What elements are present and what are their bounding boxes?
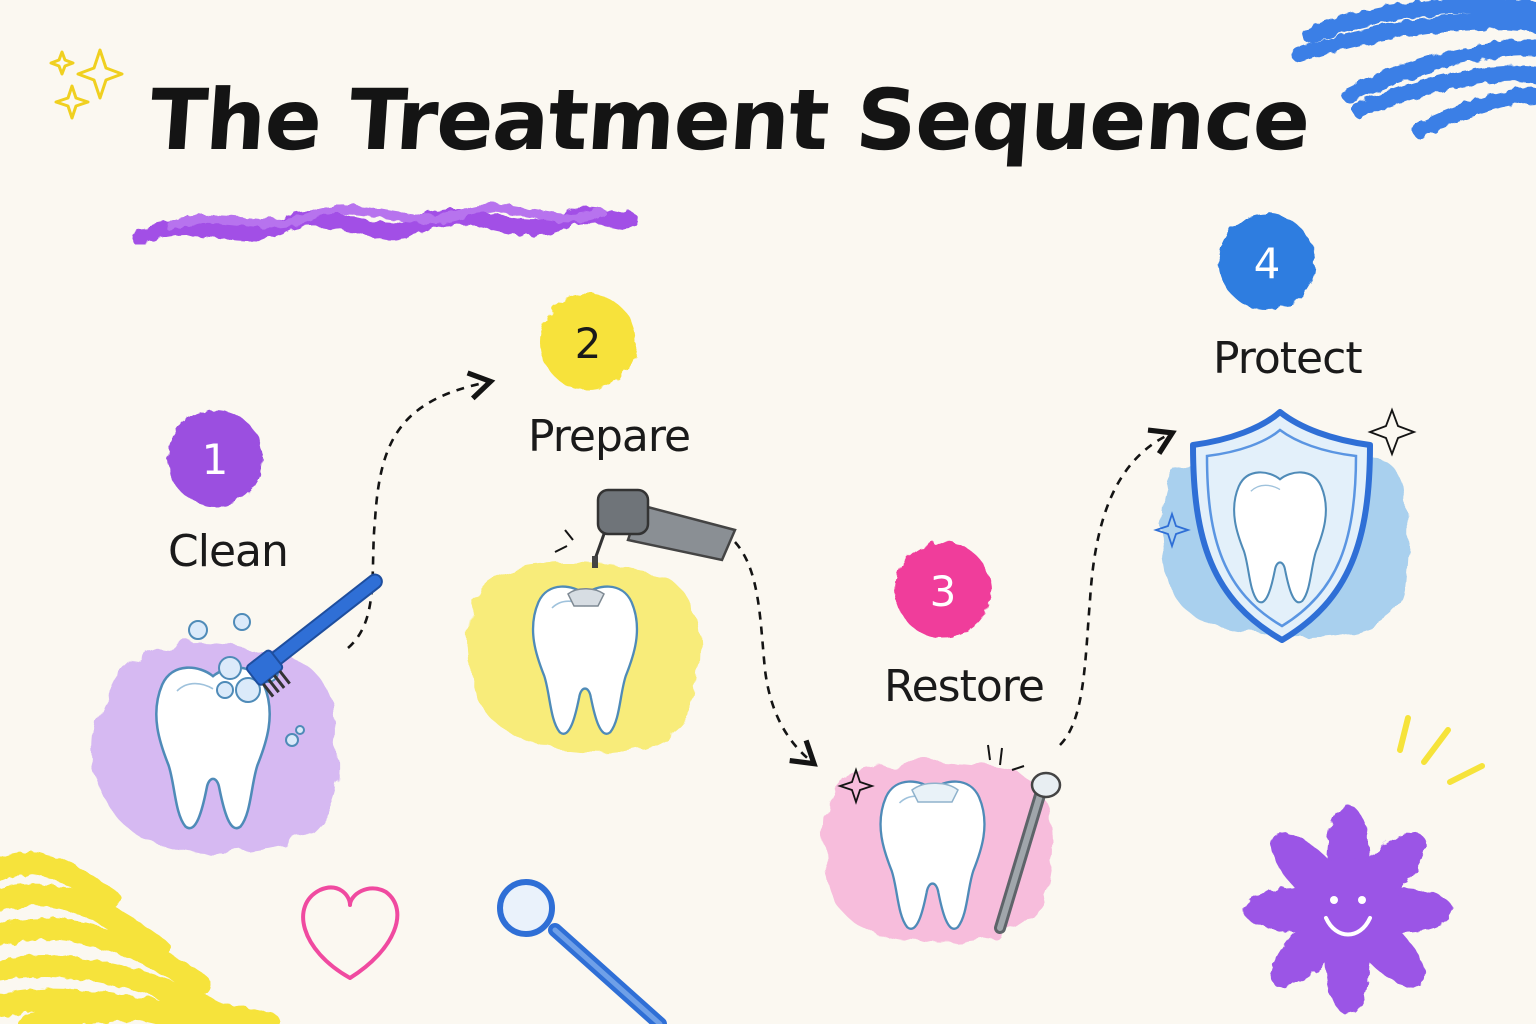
step-4-number-badge: 4 (1219, 214, 1315, 310)
step-3-number-badge: 3 (895, 542, 991, 638)
yellow-rays (1397, 715, 1485, 785)
step-1-label: Clean (168, 526, 289, 577)
sparkle-icon (1153, 511, 1191, 549)
flow-arrows (347, 370, 1177, 767)
sparkle-icon (49, 48, 124, 120)
step-1-number-badge: 1 (167, 410, 263, 506)
step-2-label: Prepare (528, 411, 691, 462)
step-3-number: 3 (930, 567, 957, 616)
dental-mirror-icon (994, 771, 1062, 934)
sparkle-icon (837, 767, 875, 805)
step-2-group: 2 (467, 294, 737, 753)
step-4-group: 4 (1153, 214, 1417, 643)
step-3-label: Restore (884, 661, 1045, 712)
drill-spark-lines (554, 529, 574, 553)
arrow-clean-to-prepare (347, 370, 496, 649)
restore-spark-lines (987, 744, 1025, 771)
step-4-label: Protect (1213, 333, 1363, 384)
heart-icon (301, 885, 400, 980)
yellow-scribble-bottom-left (0, 852, 281, 1024)
arrow-restore-to-protect (1059, 427, 1177, 746)
page-title: The Treatment Sequence (146, 71, 1313, 169)
step-2-cavity (567, 588, 605, 607)
sparkle-icon (1367, 407, 1417, 457)
dental-drill-icon (592, 488, 737, 568)
title-underline (132, 203, 638, 246)
step-4-number: 4 (1254, 239, 1281, 288)
blue-scribble-top-right (1292, 0, 1536, 138)
toothbrush-icon (245, 573, 383, 698)
arrow-prepare-to-restore (734, 541, 818, 767)
step-1-number: 1 (202, 435, 229, 484)
step-3-filling (911, 782, 959, 803)
step-2-number: 2 (575, 319, 602, 368)
step-2-number-badge: 2 (540, 294, 636, 390)
step-1-group: 1 (92, 410, 383, 854)
step-3-group: 3 (823, 542, 1062, 943)
dental-mirror-icon (497, 879, 667, 1024)
smiley-flower-icon (1243, 805, 1453, 1015)
